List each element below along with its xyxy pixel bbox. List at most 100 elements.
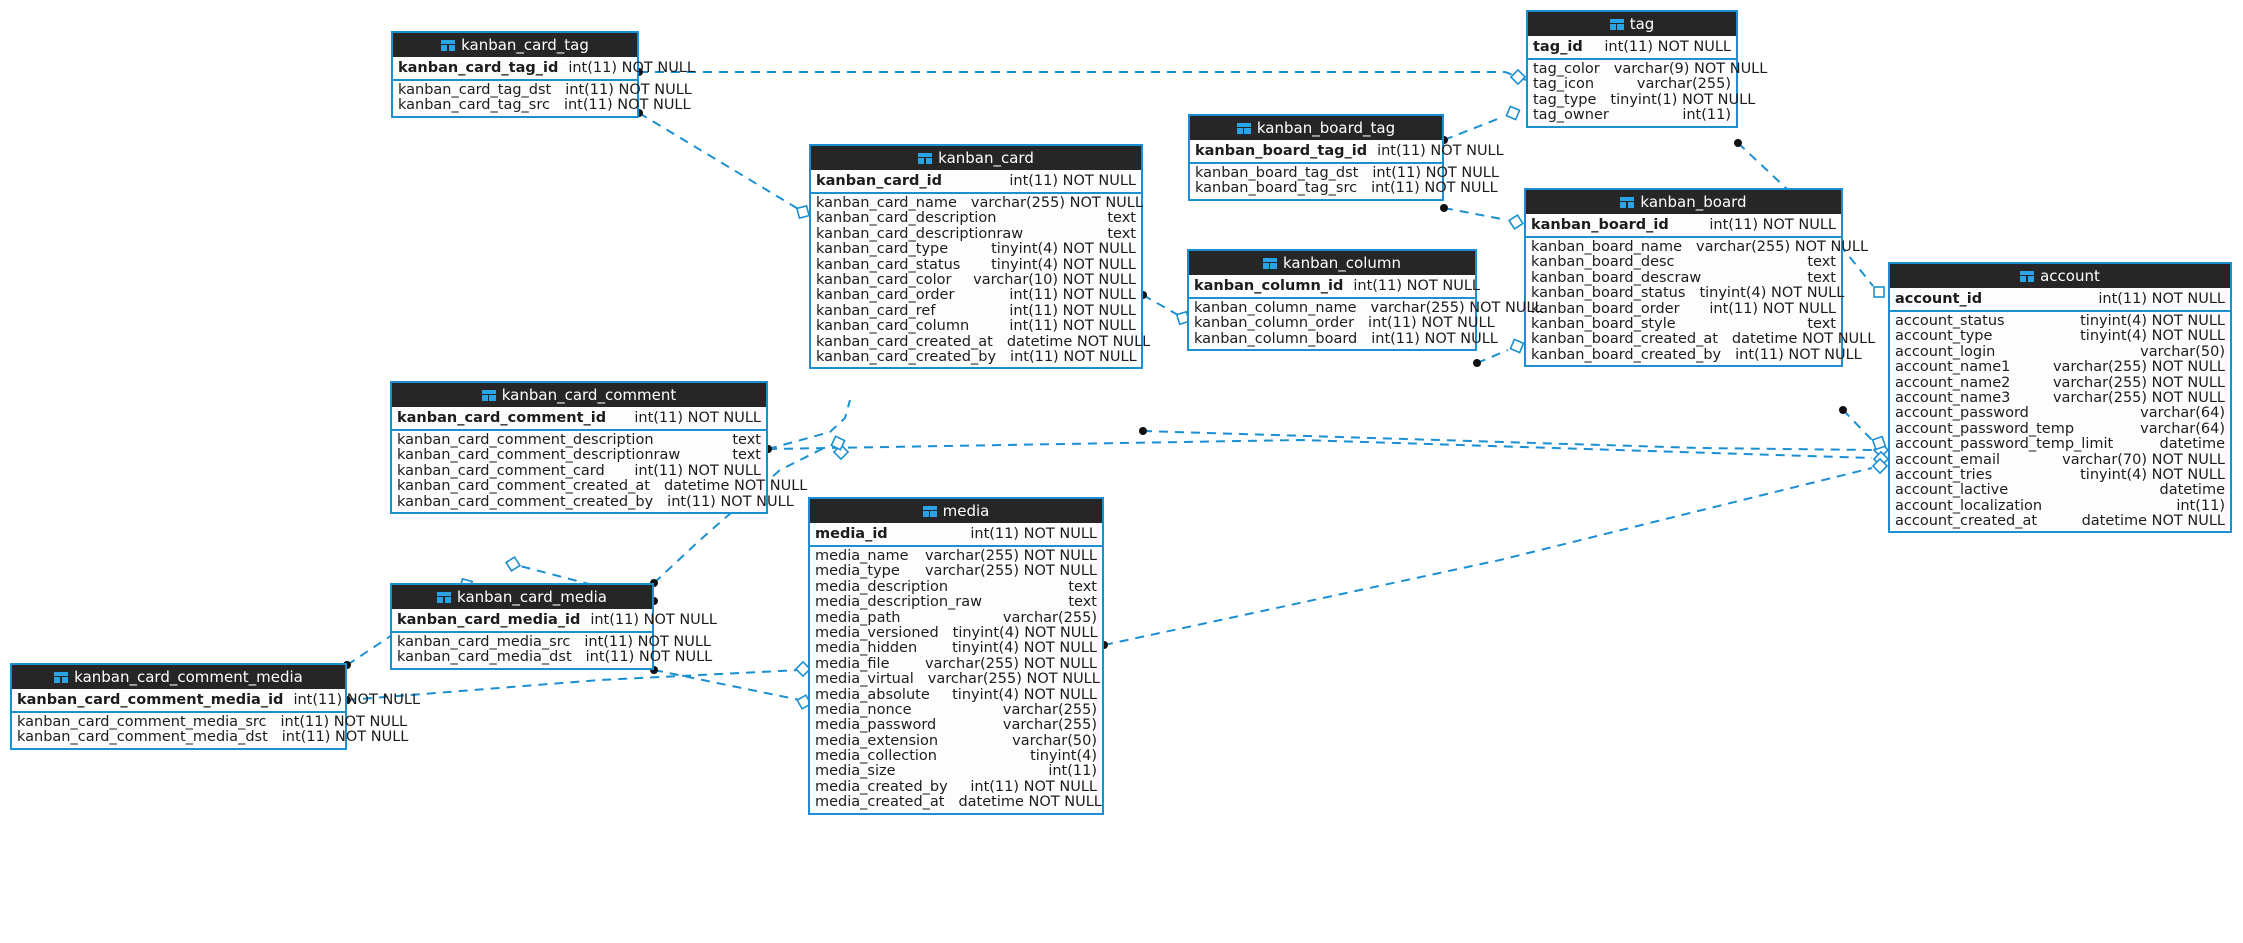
entity-header-kanban_card_comment[interactable]: kanban_card_comment <box>392 383 766 407</box>
entity-header-kanban_board[interactable]: kanban_board <box>1526 190 1841 214</box>
entity-header-kanban_card_media[interactable]: kanban_card_media <box>392 585 652 609</box>
entity-header-account[interactable]: account <box>1890 264 2230 288</box>
entity-header-kanban_card_tag[interactable]: kanban_card_tag <box>393 33 637 57</box>
entity-header-kanban_column[interactable]: kanban_column <box>1189 251 1475 275</box>
entity-header-kanban_card_comment_media[interactable]: kanban_card_comment_media <box>12 665 345 689</box>
entity-header-kanban_card[interactable]: kanban_card <box>811 146 1141 170</box>
entity-header-kanban_board_tag[interactable]: kanban_board_tag <box>1190 116 1442 140</box>
entity-header-tag[interactable]: tag <box>1528 12 1736 36</box>
entity-header-media[interactable]: media <box>810 499 1102 523</box>
